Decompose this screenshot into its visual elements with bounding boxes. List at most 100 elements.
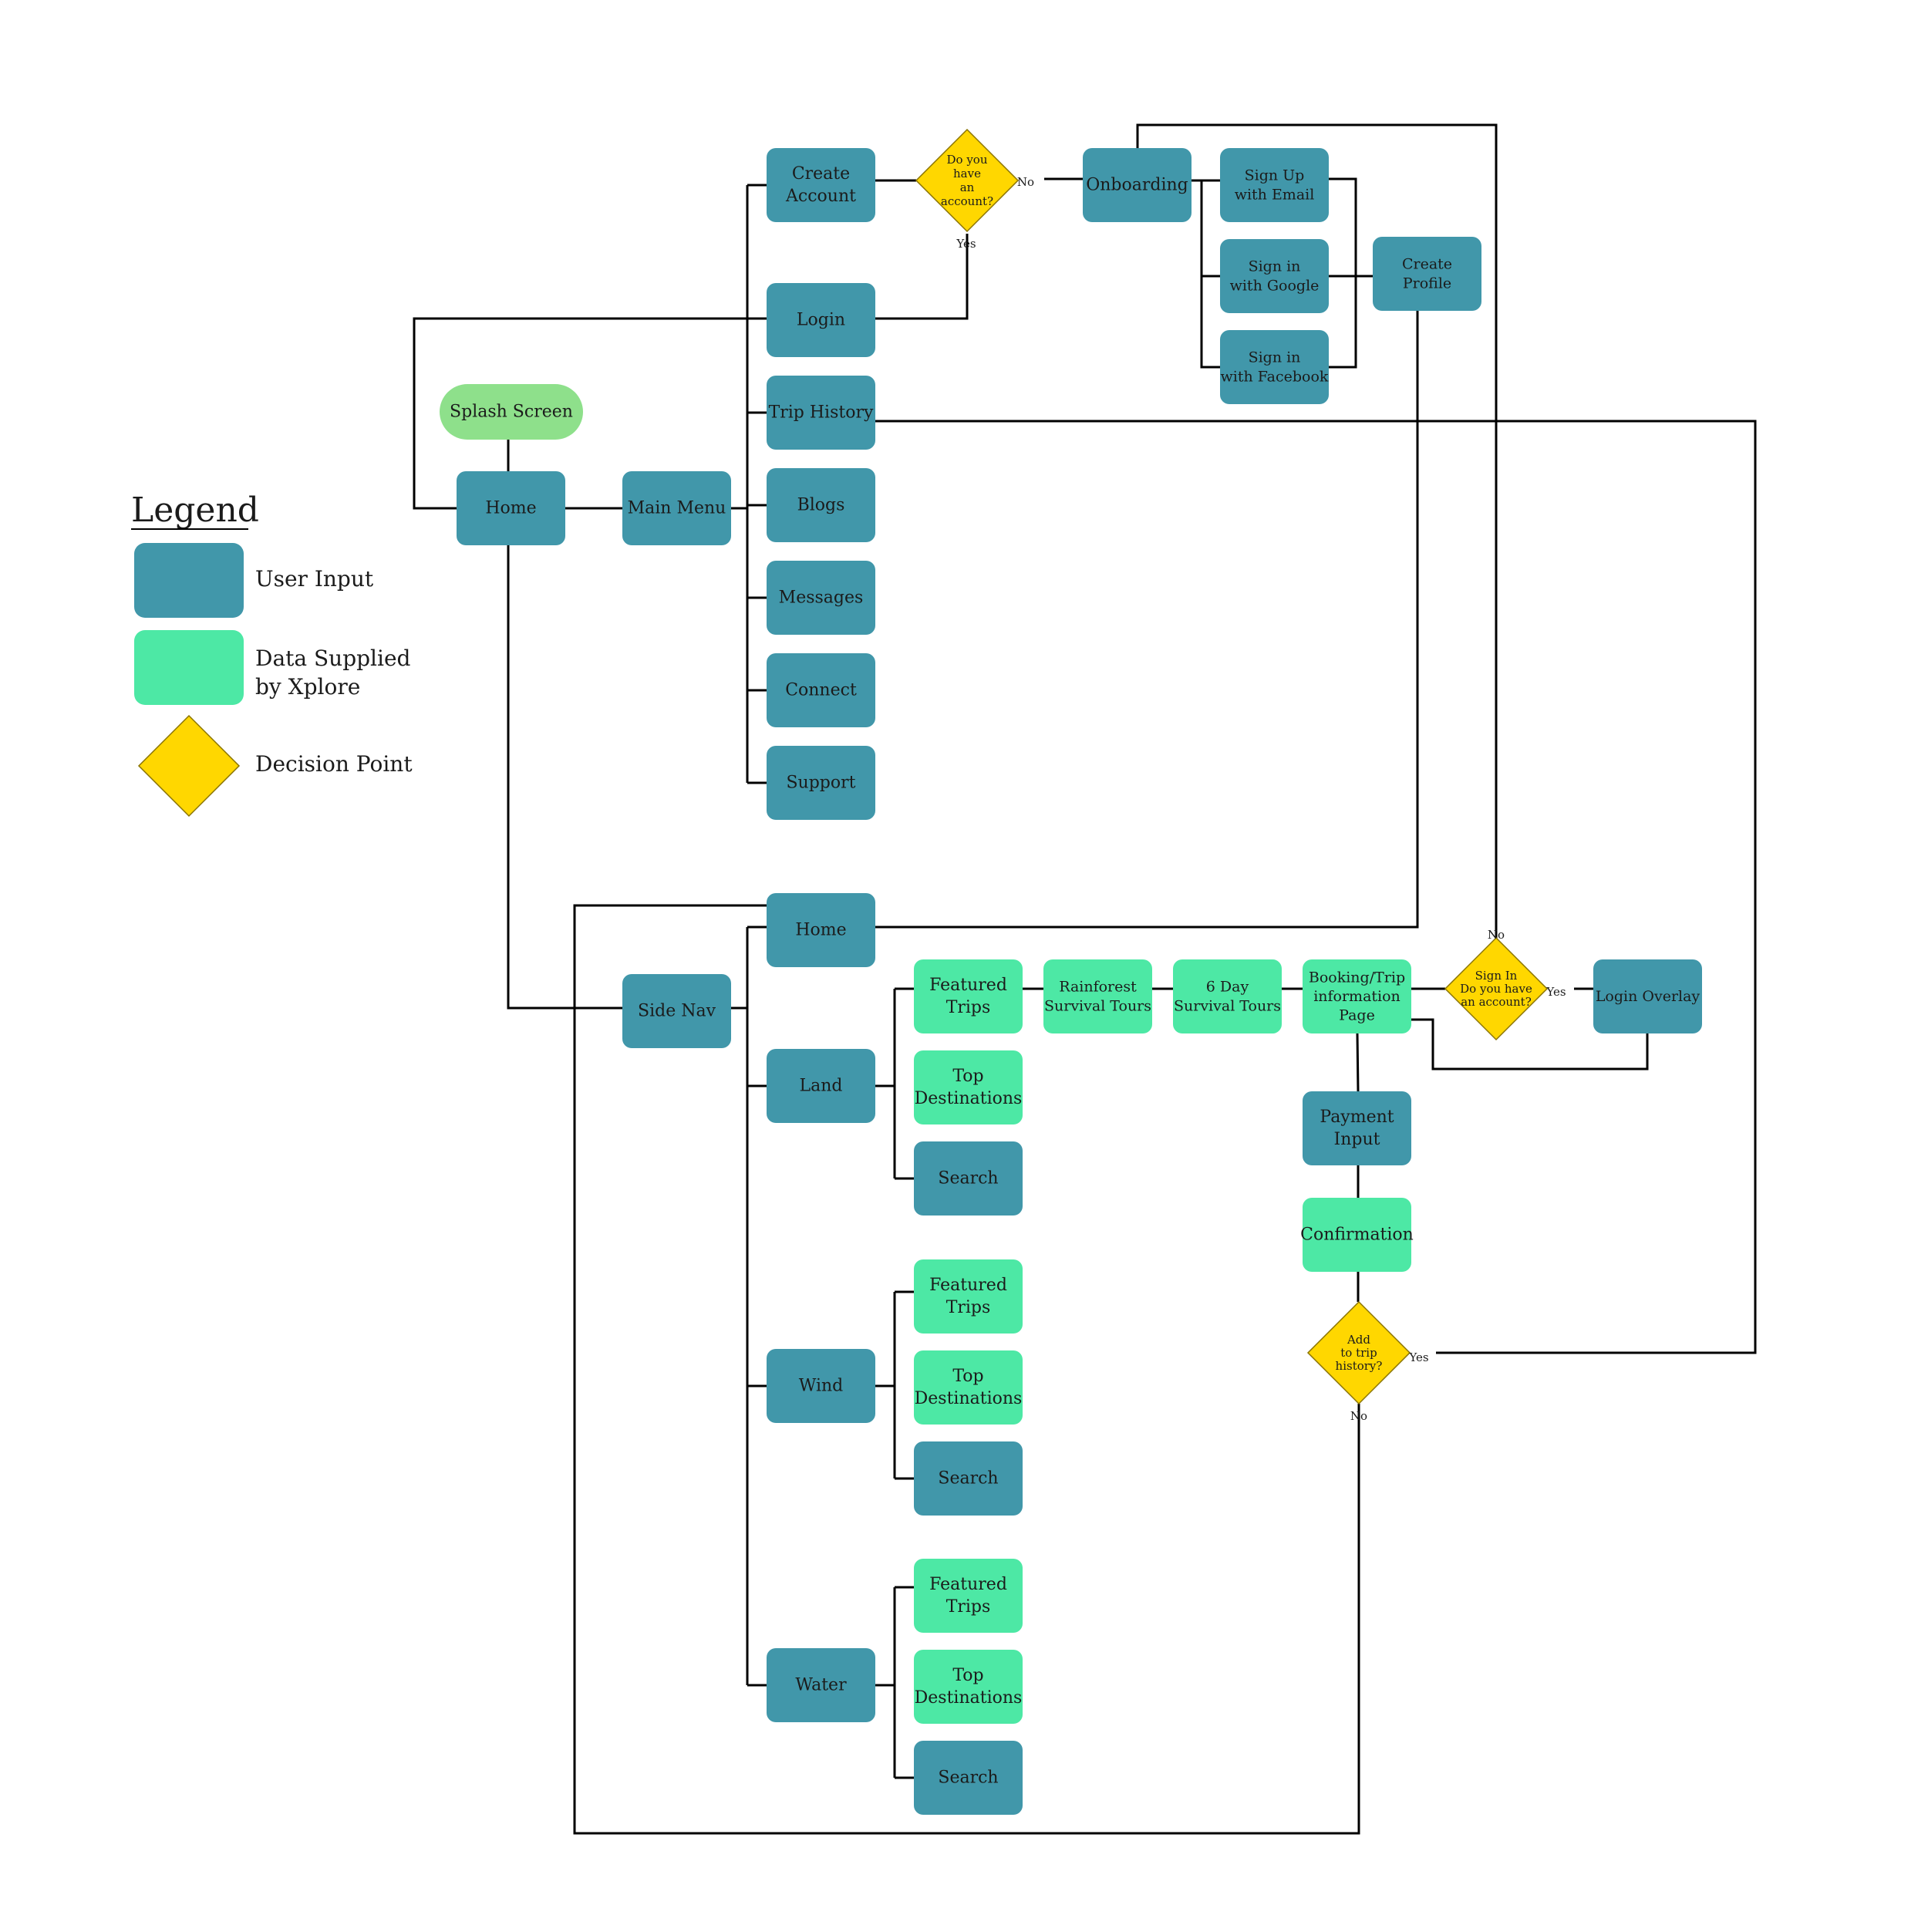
edge-label-signin-no: No — [1488, 928, 1505, 942]
connector-line — [1411, 1018, 1649, 1071]
node-land-search-box — [914, 1141, 1023, 1216]
node-wind-featured-label: Trips — [946, 1298, 991, 1317]
node-blogs-box — [767, 468, 875, 542]
node-signup-email-label: Sign Up — [1245, 167, 1305, 184]
node-login-overlay-label: Login Overlay — [1596, 988, 1700, 1005]
node-connect: Connect — [767, 653, 875, 727]
node-splash-label: Splash Screen — [450, 403, 573, 422]
node-payment-label: Payment — [1320, 1108, 1394, 1127]
decision-signin-account-diamond — [1444, 936, 1549, 1041]
node-signin-facebook-label: with Facebook — [1221, 368, 1329, 385]
legend: Legend User Input Data Supplied by Xplor… — [131, 491, 413, 818]
decision-have-account-diamond — [915, 128, 1020, 233]
node-support-box — [767, 746, 875, 820]
node-login-overlay: Login Overlay — [1593, 959, 1702, 1033]
connector-line — [1356, 1033, 1360, 1092]
node-water-label: Water — [795, 1676, 847, 1695]
node-wind-search-box — [914, 1441, 1023, 1516]
node-land-search: Search — [914, 1141, 1023, 1216]
node-water-featured-box — [914, 1559, 1023, 1633]
decision-signin-account-label: Do you have — [1460, 982, 1532, 996]
node-home-nav-box — [767, 893, 875, 967]
decision-add-trip-history-diamond — [1306, 1300, 1411, 1405]
node-messages-label: Messages — [779, 588, 864, 608]
legend-title: Legend — [131, 491, 259, 530]
node-water-top-label: Top — [952, 1666, 983, 1685]
node-six-day-label: Survival Tours — [1174, 997, 1281, 1014]
node-main-menu-box — [622, 471, 731, 545]
node-login-label: Login — [797, 311, 845, 330]
node-signin-google-label: with Google — [1230, 277, 1320, 294]
decision-have-account-label: an — [960, 180, 975, 194]
node-wind-top-label: Destinations — [915, 1389, 1023, 1408]
node-booking-label: information — [1313, 988, 1400, 1005]
legend-user-input-label: User Input — [255, 566, 374, 592]
connector-line — [1192, 179, 1220, 369]
legend-data-supplied-label-line2: by Xplore — [255, 674, 360, 700]
node-land-top-label: Top — [952, 1067, 983, 1086]
node-land-top-box — [914, 1050, 1023, 1124]
node-water-featured-label: Featured — [929, 1575, 1007, 1594]
node-land-featured-label: Trips — [946, 998, 991, 1017]
node-trip-history-box — [767, 376, 875, 450]
node-confirmation-box — [1303, 1198, 1411, 1272]
node-land-featured-box — [914, 959, 1023, 1033]
connector-line — [1136, 123, 1498, 939]
node-water-search-box — [914, 1741, 1023, 1815]
node-connect-label: Connect — [785, 681, 857, 700]
edge-label-signin-yes: Yes — [1545, 985, 1566, 999]
node-water-top-box — [914, 1650, 1023, 1724]
node-login: Login — [767, 283, 875, 357]
node-six-day-box — [1173, 959, 1282, 1033]
node-water-featured-label: Trips — [946, 1597, 991, 1617]
node-create-profile-label: Profile — [1403, 275, 1451, 292]
node-blogs-label: Blogs — [797, 496, 845, 515]
node-signin-facebook-label: Sign in — [1249, 349, 1301, 366]
node-wind-top-box — [914, 1350, 1023, 1425]
decision-add-trip-history-label: Add — [1347, 1333, 1370, 1347]
connector-lines — [413, 123, 1757, 1835]
node-create-profile-box — [1373, 237, 1481, 311]
node-land-label: Land — [800, 1077, 843, 1096]
node-land-box — [767, 1049, 875, 1123]
node-home-top-label: Home — [485, 499, 536, 518]
decision-add-trip-history-label: to trip — [1340, 1346, 1377, 1360]
edge-label-have-account-yes: Yes — [956, 237, 976, 251]
node-trip-history-label: Trip History — [769, 403, 874, 423]
edge-label-add-trip-yes: Yes — [1408, 1350, 1428, 1364]
node-login-overlay-box — [1593, 959, 1702, 1033]
node-wind-top-label: Top — [952, 1367, 983, 1386]
node-water-top-label: Destinations — [915, 1688, 1023, 1708]
node-main-menu-label: Main Menu — [628, 499, 726, 518]
node-side-nav-label: Side Nav — [638, 1002, 716, 1021]
node-payment-box — [1303, 1091, 1411, 1165]
node-login-box — [767, 283, 875, 357]
decision-have-account-label: Do you — [947, 153, 988, 167]
node-onboarding-box — [1083, 148, 1192, 222]
connector-line — [875, 234, 969, 320]
connector-line — [507, 545, 622, 1010]
connector-line — [413, 317, 767, 510]
node-onboarding: Onboarding — [1083, 148, 1192, 222]
legend-data-supplied-swatch — [134, 630, 244, 705]
node-signin-facebook-box — [1220, 330, 1329, 404]
decision-have-account-label: account? — [941, 194, 993, 208]
node-blogs: Blogs — [767, 468, 875, 542]
node-splash: Splash Screen — [440, 384, 583, 440]
node-create-account-box — [767, 148, 875, 222]
node-water-search-label: Search — [938, 1768, 998, 1788]
node-home-nav-label: Home — [795, 921, 846, 940]
legend-decision-label: Decision Point — [255, 751, 413, 777]
